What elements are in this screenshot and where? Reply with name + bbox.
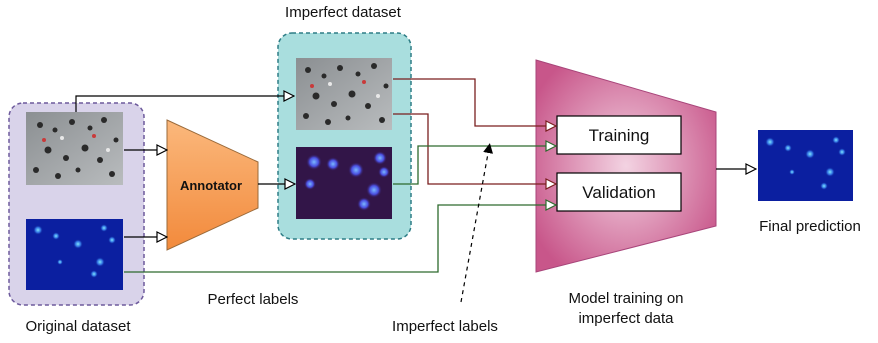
training-label: Training [589,126,650,145]
validation-box [556,172,682,212]
arrow-green-to-validation [124,205,556,273]
model-training-label-line1: Model training on [568,290,683,307]
imperfect-crowd-image [296,58,392,130]
original-density-map [26,219,123,290]
arrow-green-to-training [393,146,556,185]
perfect-labels-label: Perfect labels [208,291,299,308]
validation-label: Validation [582,183,655,202]
training-box [556,115,682,155]
annotator-shape [166,119,259,251]
final-prediction-label: Final prediction [759,218,861,235]
original-dataset-label: Original dataset [25,318,131,335]
arrow-red-to-training [393,78,556,126]
original-crowd-image [26,112,123,185]
imperfect-labels-pointer [460,143,494,303]
imperfect-labels-label: Imperfect labels [392,318,498,335]
annotator-label: Annotator [180,178,242,193]
imperfect-density-map [296,147,392,219]
final-prediction-map [758,130,853,201]
model-training-shape [535,59,717,273]
imperfect-dataset-label: Imperfect dataset [285,4,402,21]
arrow-original-to-imperfect-image [75,96,294,112]
arrow-red-to-validation [393,113,556,184]
model-training-label-line2: imperfect data [578,310,674,327]
